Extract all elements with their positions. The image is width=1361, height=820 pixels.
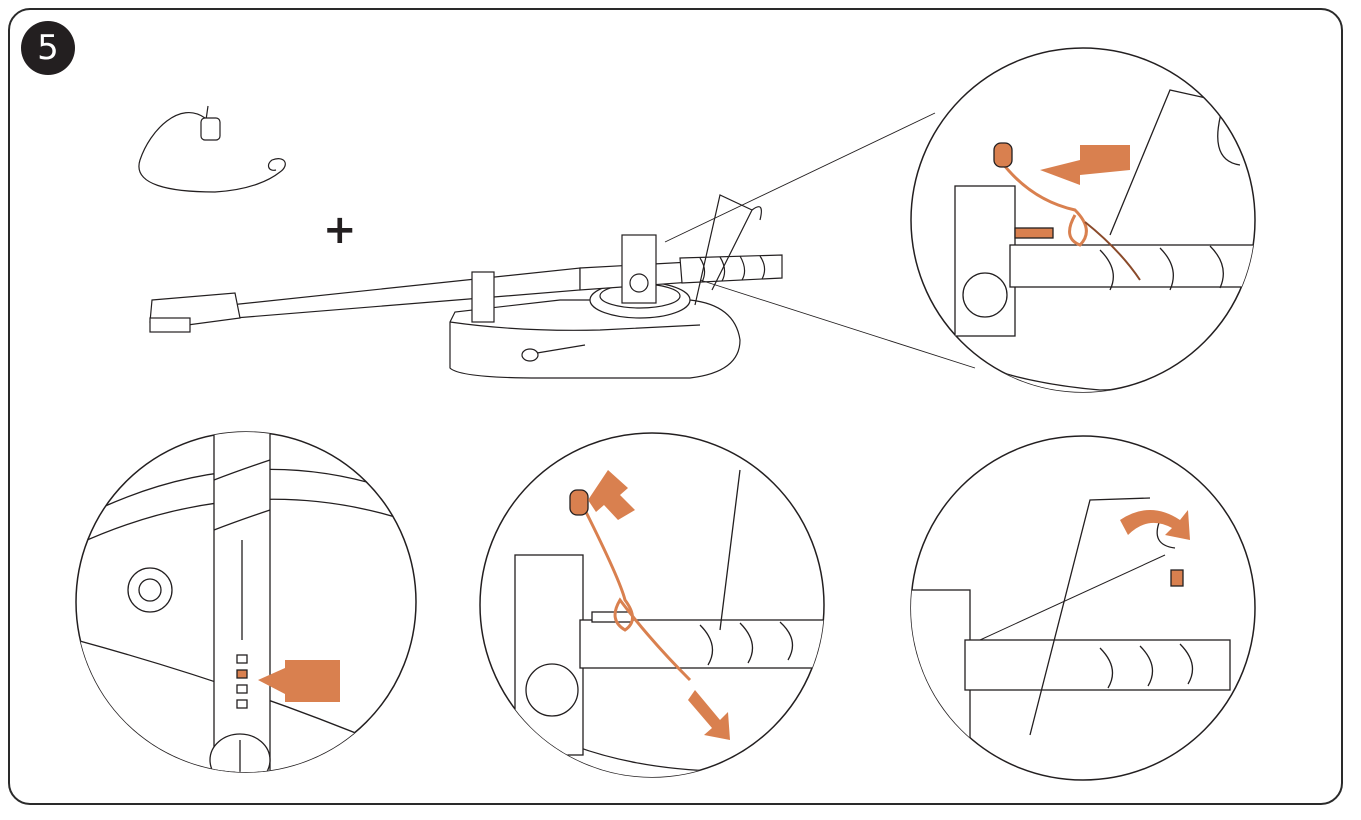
- instruction-panel-frame: [8, 8, 1343, 805]
- plus-sign: +: [323, 207, 357, 253]
- detail-circle-weight-hanging: [910, 435, 1256, 781]
- arrow-icon: [1120, 510, 1190, 540]
- tonearm-icon: [149, 194, 783, 379]
- arrow-icon: [588, 470, 635, 520]
- magnifier-leader-lines: [664, 112, 976, 369]
- detail-circle-groove-selection: [75, 431, 417, 773]
- detail-circle-thread-loop: [479, 432, 825, 778]
- arrow-icon: [688, 690, 730, 740]
- antiskate-weight-thread-icon: [138, 105, 286, 193]
- detail-circle-thread-hook: [910, 47, 1256, 393]
- arrow-icon: [1040, 145, 1130, 185]
- step-number-badge: 5: [21, 21, 75, 75]
- step-number: 5: [37, 28, 59, 68]
- arrow-icon: [258, 660, 340, 702]
